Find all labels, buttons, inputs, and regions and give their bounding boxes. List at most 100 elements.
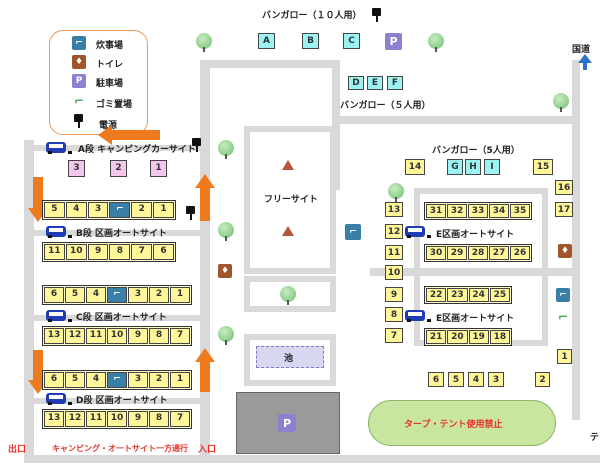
e-site: 28 <box>468 246 488 260</box>
e-site: 22 <box>426 288 447 302</box>
e-site: 24 <box>468 288 489 302</box>
tent-icon <box>282 226 294 236</box>
power-plug-icon <box>192 138 201 152</box>
c-site: 10 <box>107 328 127 344</box>
bungalow-h: H <box>465 159 481 175</box>
d-site: 4 <box>86 372 106 388</box>
tree-icon <box>196 33 212 52</box>
faucet-icon: ⌐ <box>107 287 127 303</box>
bungalow-e: E <box>367 76 383 90</box>
e-site: 20 <box>447 330 468 344</box>
e-site-12: 12 <box>385 224 403 239</box>
e-site: 27 <box>489 246 509 260</box>
e-site: 23 <box>447 288 468 302</box>
e-site-16: 16 <box>555 180 573 195</box>
d-site: 13 <box>44 411 64 427</box>
e-site: 29 <box>447 246 467 260</box>
c-site: 6 <box>44 287 64 303</box>
e-site: 18 <box>489 330 510 344</box>
road-c-row-horizontal <box>34 315 204 321</box>
arrow-left-head <box>98 125 112 145</box>
b-site: 1 <box>153 202 174 218</box>
e-site-8: 8 <box>385 307 403 322</box>
d-row-label: D段 区画オートサイト <box>76 396 168 406</box>
e-site-3: 3 <box>488 372 504 387</box>
e-site-5: 5 <box>448 372 464 387</box>
tree-icon <box>218 222 234 241</box>
national-road-label: 国道 <box>572 45 591 55</box>
e-site-1: 1 <box>557 349 572 364</box>
road-main-horizontal <box>340 116 580 124</box>
road-top-vertical <box>332 60 340 190</box>
b-site: 2 <box>131 202 153 218</box>
e-site: 21 <box>426 330 447 344</box>
e-lower-label: E区画オートサイト <box>436 314 515 324</box>
e-site-17: 17 <box>555 202 573 217</box>
bungalow-a: A <box>258 33 275 49</box>
tree-icon <box>388 183 404 202</box>
a-site-3: 3 <box>68 160 85 177</box>
e-site-11: 11 <box>385 245 403 260</box>
b-site: 3 <box>87 202 109 218</box>
e-site: 25 <box>489 288 510 302</box>
e-site: 31 <box>426 204 446 218</box>
tree-icon <box>218 326 234 345</box>
b-site: 7 <box>131 244 153 260</box>
free-site-frame <box>244 126 336 274</box>
b-site: 9 <box>87 244 109 260</box>
d-site: 11 <box>86 411 106 427</box>
arrow-up-icon <box>200 360 210 392</box>
road-b-row-horizontal <box>34 230 204 236</box>
power-plug-icon <box>186 206 195 220</box>
e-site-4: 4 <box>468 372 484 387</box>
c-site: 11 <box>86 328 106 344</box>
e-site: 32 <box>447 204 467 218</box>
arrow-up-head <box>195 348 215 362</box>
e-site: 33 <box>468 204 488 218</box>
d-site: 1 <box>170 372 190 388</box>
b-site: 6 <box>153 244 174 260</box>
legend-label-toilet: トイレ <box>96 60 124 70</box>
e-upper-label: E区画オートサイト <box>436 230 515 240</box>
a-site-1: 1 <box>150 160 167 177</box>
road-d-row-horizontal <box>34 398 204 404</box>
tarp-notice-label: タープ・テント使用禁止 <box>404 420 503 430</box>
tarp-area <box>368 400 556 446</box>
car-icon <box>46 310 72 322</box>
toilet-icon: ♦ <box>558 244 572 258</box>
bungalow-10-label: バンガロー（１０人用） <box>262 11 362 21</box>
road-a-b-horizontal <box>34 145 204 151</box>
b-site: 11 <box>44 244 65 260</box>
e-site: 26 <box>510 246 530 260</box>
e-row-31-35: 31 32 33 34 35 <box>424 202 532 220</box>
d-site: 2 <box>149 372 169 388</box>
road-left-vertical <box>24 140 34 460</box>
tree-icon <box>553 93 569 112</box>
power-plug-icon <box>74 114 83 128</box>
toilet-icon: ♦ <box>72 55 86 69</box>
e-site: 34 <box>489 204 509 218</box>
bungalow-15: 15 <box>533 159 553 175</box>
pond-label: 池 <box>284 354 294 364</box>
b-lower-row: 11 10 9 8 7 6 <box>42 242 176 262</box>
c-site: 2 <box>149 287 169 303</box>
e-site: 35 <box>510 204 530 218</box>
d-site: 9 <box>128 411 148 427</box>
c-upper-row: 6 5 4 ⌐ 3 2 1 <box>42 285 192 305</box>
bungalow-b: B <box>302 33 319 49</box>
a-site-2: 2 <box>110 160 127 177</box>
c-site: 1 <box>170 287 190 303</box>
road-bottom-horizontal <box>24 455 600 463</box>
north-arrow-icon <box>578 54 592 63</box>
e-site-7: 7 <box>385 328 403 343</box>
e-site: 30 <box>426 246 446 260</box>
legend-label-kitchen: 炊事場 <box>96 41 124 51</box>
bungalow-14: 14 <box>405 159 425 175</box>
road-top-horizontal <box>200 60 340 68</box>
c-row-label: C段 区画オートサイト <box>76 313 167 323</box>
b-site: 8 <box>109 244 131 260</box>
c-site: 3 <box>128 287 148 303</box>
e-row-22-25: 22 23 24 25 <box>424 286 512 304</box>
faucet-icon: ⌐ <box>72 36 86 50</box>
